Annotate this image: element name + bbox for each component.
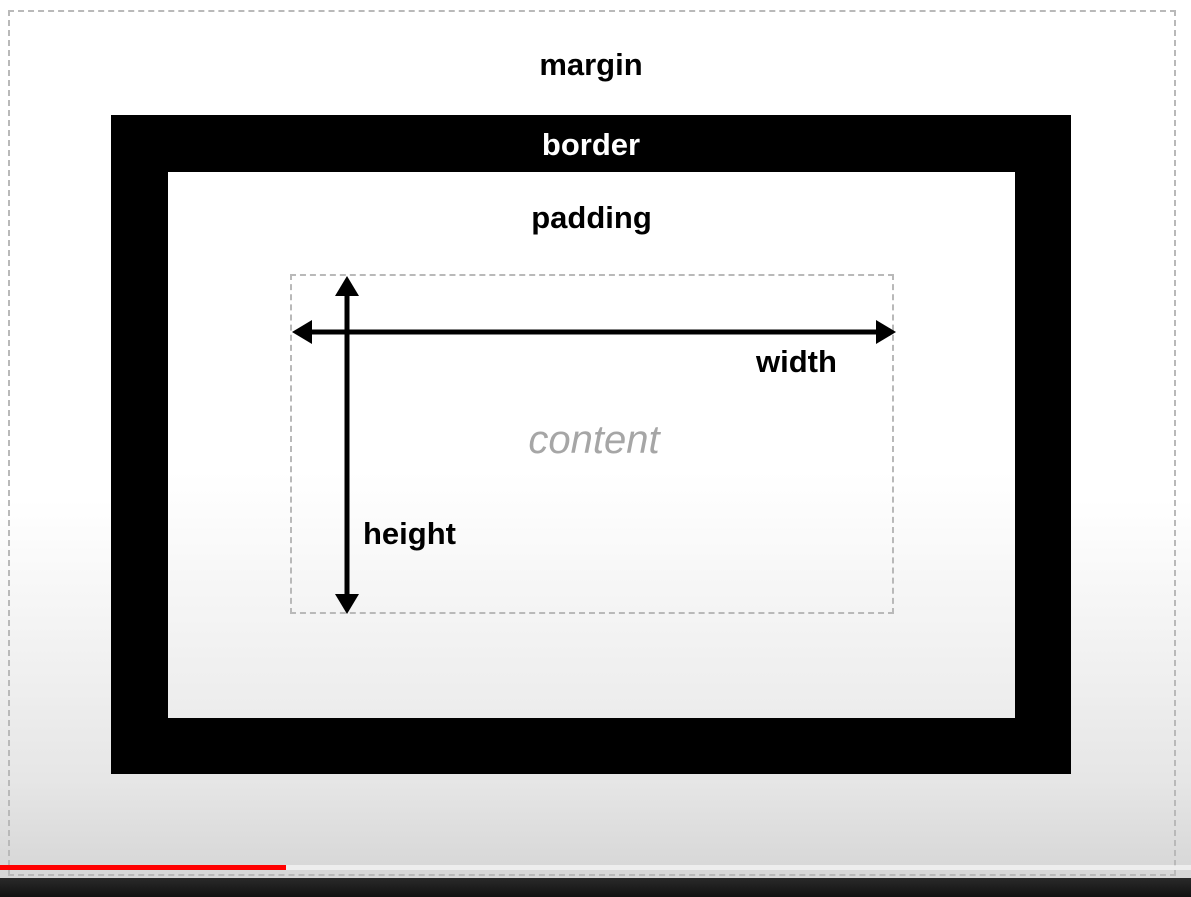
video-progress-fill bbox=[0, 865, 286, 870]
content-label: content bbox=[528, 418, 660, 462]
border-box: border padding content w bbox=[111, 115, 1071, 774]
padding-box: padding content width height bbox=[168, 172, 1015, 718]
video-progress-bar[interactable] bbox=[0, 865, 1191, 870]
margin-outline bbox=[8, 10, 1176, 876]
width-arrow bbox=[292, 320, 896, 344]
border-label: border bbox=[541, 127, 641, 162]
content-box: content width height bbox=[290, 274, 896, 614]
margin-label: margin bbox=[539, 47, 643, 82]
video-controls-bar bbox=[0, 878, 1191, 897]
width-label: width bbox=[756, 344, 837, 379]
height-label: height bbox=[363, 516, 456, 551]
padding-label: padding bbox=[531, 200, 652, 235]
dimension-arrows bbox=[292, 276, 896, 614]
height-arrow bbox=[335, 276, 359, 614]
